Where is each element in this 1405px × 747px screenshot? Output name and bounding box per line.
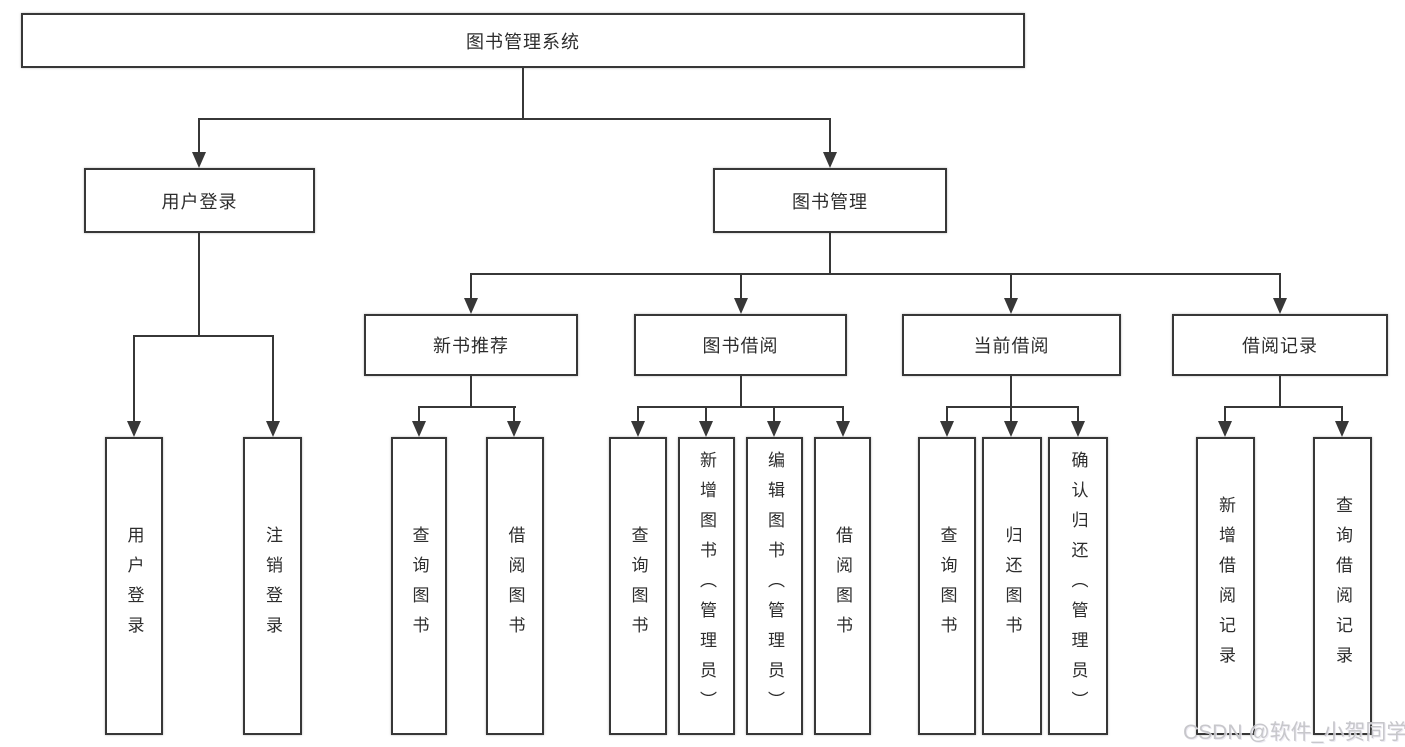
connector-g4-rail: [946, 406, 1079, 408]
node-current-borrow: 当前借阅: [902, 314, 1121, 376]
arrowhead-book-mgmt: [823, 152, 837, 168]
connector-root-drop: [522, 68, 524, 120]
node-borrow-records-label: 借阅记录: [1242, 336, 1318, 356]
node-book-management: 图书管理: [713, 168, 947, 233]
connector-stem-leaf-logout: [272, 335, 274, 421]
connector-g5-stem-1: [1224, 406, 1226, 421]
arrowhead-g3-leaf-1: [631, 421, 645, 437]
connector-g3-stem-1: [637, 406, 639, 421]
leaf-borrow-books-recommend-label: 借阅图书: [505, 526, 525, 646]
arrowhead-g4-leaf-1: [940, 421, 954, 437]
arrowhead-g5-leaf-1: [1218, 421, 1232, 437]
leaf-borrow-books: 借阅图书: [814, 437, 871, 735]
arrowhead-leaf-logout: [266, 421, 280, 437]
arrowhead-g3-leaf-4: [836, 421, 850, 437]
node-book-borrow-label: 图书借阅: [702, 336, 779, 356]
arrowhead-user-login: [192, 152, 206, 168]
leaf-borrow-books-recommend: 借阅图书: [486, 437, 544, 735]
arrowhead-g3-leaf-2: [699, 421, 713, 437]
connector-stem-current-borrow: [1010, 273, 1012, 298]
leaf-user-login: 用户登录: [105, 437, 163, 735]
connector-g2-drop: [470, 376, 472, 408]
connector-g4-drop: [1010, 376, 1012, 408]
arrowhead-leaf-login: [127, 421, 141, 437]
leaf-edit-books-admin-label: 编辑图书（管理员）: [765, 451, 784, 721]
arrowhead-borrow-records: [1273, 298, 1287, 314]
connector-stem-book-borrow: [740, 273, 742, 298]
connector-g2-stem-1: [418, 406, 420, 421]
connector-stem-user-login: [198, 118, 200, 154]
connector-book-mgmt-drop: [829, 233, 831, 275]
node-book-management-label: 图书管理: [792, 191, 868, 212]
node-root: 图书管理系统: [21, 13, 1025, 68]
leaf-query-books-borrow-label: 查询图书: [628, 526, 648, 646]
connector-user-login-rail: [133, 335, 274, 337]
connector-g3-drop: [740, 376, 742, 408]
arrowhead-current-borrow: [1004, 298, 1018, 314]
connector-g3-stem-2: [705, 406, 707, 421]
arrowhead-g4-leaf-2: [1004, 421, 1018, 437]
connector-stem-leaf-login: [133, 335, 135, 421]
connector-g5-rail: [1224, 406, 1343, 408]
node-new-book-recommend: 新书推荐: [364, 314, 578, 376]
arrowhead-g3-leaf-3: [767, 421, 781, 437]
connector-g3-rail: [637, 406, 844, 408]
connector-g2-stem-2: [513, 406, 515, 421]
connector-g3-stem-4: [842, 406, 844, 421]
node-current-borrow-label: 当前借阅: [973, 336, 1050, 356]
arrowhead-g5-leaf-2: [1335, 421, 1349, 437]
leaf-confirm-return-admin-label: 确认归还（管理员）: [1068, 451, 1088, 721]
connector-g4-stem-1: [946, 406, 948, 421]
leaf-logout-label: 注销登录: [263, 526, 282, 646]
leaf-return-books-label: 归还图书: [1002, 526, 1022, 646]
leaf-add-borrow-record: 新增借阅记录: [1196, 437, 1255, 735]
connector-user-login-drop: [198, 233, 200, 335]
node-borrow-records: 借阅记录: [1172, 314, 1388, 376]
leaf-query-borrow-record-label: 查询借阅记录: [1333, 496, 1352, 676]
node-user-login: 用户登录: [84, 168, 315, 233]
arrowhead-g2-leaf-2: [507, 421, 521, 437]
leaf-add-borrow-record-label: 新增借阅记录: [1216, 496, 1235, 676]
connector-stem-borrow-records: [1279, 273, 1281, 298]
connector-g3-stem-3: [773, 406, 775, 421]
connector-g4-stem-3: [1077, 406, 1079, 421]
leaf-query-books-recommend: 查询图书: [391, 437, 447, 735]
connector-g2-rail: [418, 406, 516, 408]
leaf-add-books-admin-label: 新增图书（管理员）: [697, 451, 716, 721]
connector-level3-rail: [470, 273, 1281, 275]
node-root-label: 图书管理系统: [466, 31, 580, 52]
connector-stem-book-mgmt: [829, 118, 831, 154]
connector-g5-drop: [1279, 376, 1281, 408]
leaf-confirm-return-admin: 确认归还（管理员）: [1048, 437, 1108, 735]
arrowhead-new-book: [464, 298, 478, 314]
connector-g4-stem-2: [1010, 406, 1012, 421]
leaf-add-books-admin: 新增图书（管理员）: [678, 437, 735, 735]
connector-level2-rail: [198, 118, 831, 120]
leaf-borrow-books-label: 借阅图书: [833, 526, 852, 646]
connector-stem-new-book: [470, 273, 472, 298]
leaf-logout: 注销登录: [243, 437, 302, 735]
arrowhead-g2-leaf-1: [412, 421, 426, 437]
leaf-user-login-label: 用户登录: [124, 526, 144, 646]
node-new-book-recommend-label: 新书推荐: [433, 336, 509, 356]
connector-g5-stem-2: [1341, 406, 1343, 421]
leaf-query-borrow-record: 查询借阅记录: [1313, 437, 1372, 735]
leaf-query-books-current-label: 查询图书: [937, 526, 957, 646]
arrowhead-g4-leaf-3: [1071, 421, 1085, 437]
csdn-watermark: CSDN @软件_小贺同学: [1183, 721, 1405, 744]
leaf-query-books-borrow: 查询图书: [609, 437, 667, 735]
node-user-login-label: 用户登录: [161, 191, 238, 212]
arrowhead-book-borrow: [734, 298, 748, 314]
leaf-return-books: 归还图书: [982, 437, 1042, 735]
leaf-query-books-current: 查询图书: [918, 437, 976, 735]
node-book-borrow: 图书借阅: [634, 314, 847, 376]
leaf-query-books-recommend-label: 查询图书: [409, 526, 429, 646]
leaf-edit-books-admin: 编辑图书（管理员）: [746, 437, 803, 735]
